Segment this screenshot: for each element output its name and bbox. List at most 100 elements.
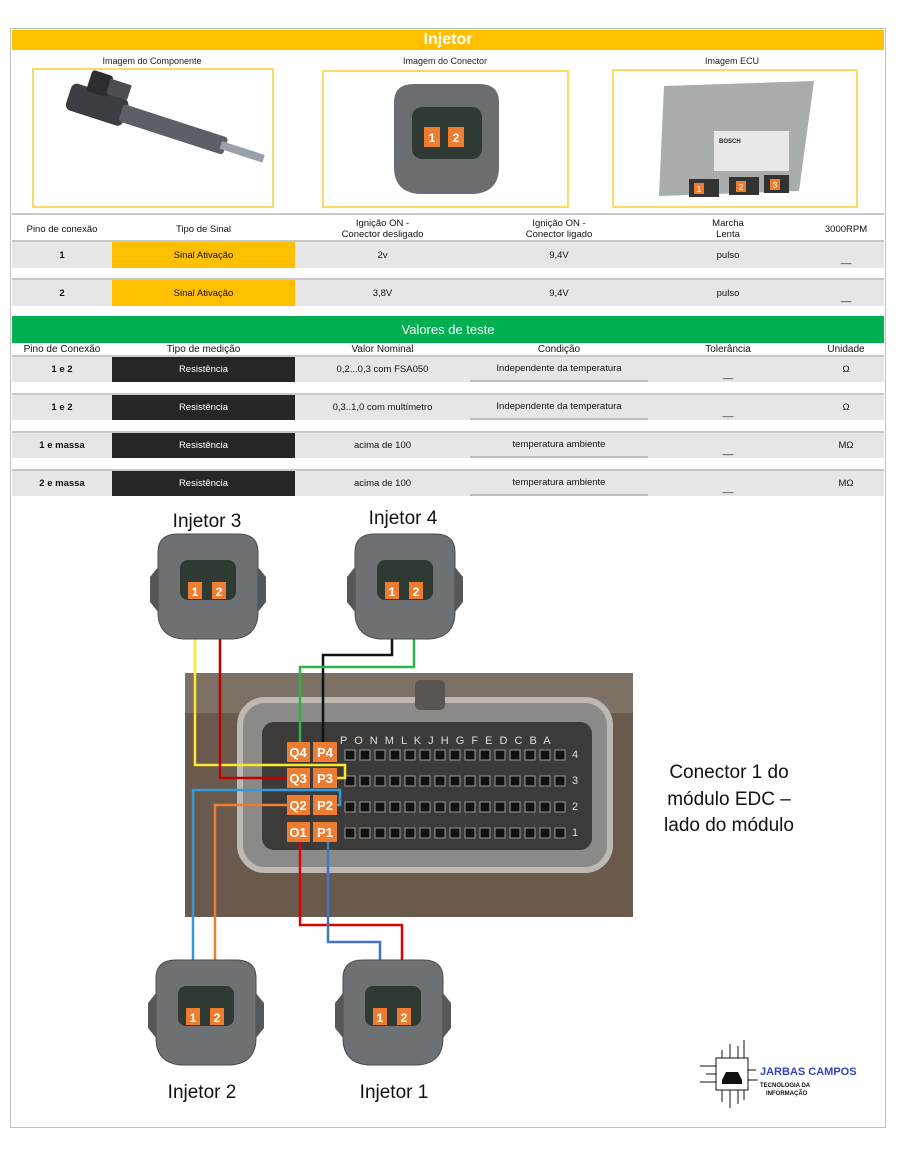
injector-4-connector: 1 2 xyxy=(346,533,464,640)
ecu-pin-hole xyxy=(539,749,551,761)
ecu-pin-hole xyxy=(434,775,446,787)
ecu-pin-hole xyxy=(374,827,386,839)
ecu-pin-hole xyxy=(449,801,461,813)
injector-2-label: Injetor 2 xyxy=(168,1082,237,1103)
logo-line2: INFORMAÇÃO xyxy=(766,1090,808,1097)
ecu-pin-hole xyxy=(374,775,386,787)
note-line: lado do módulo xyxy=(664,815,794,836)
cell: 1 xyxy=(59,249,65,261)
header-cell: 3000RPM xyxy=(824,223,868,235)
component-image xyxy=(32,68,274,208)
cell: 1 e 2 xyxy=(51,402,73,413)
ecu-row-number: 4 xyxy=(572,749,578,761)
measurement-type-cell: Resistência xyxy=(112,395,295,420)
ecu-pin-hole xyxy=(494,775,506,787)
ecu-pin-hole xyxy=(389,775,401,787)
ecu-pin-hole xyxy=(494,749,506,761)
cell: 0,3..1,0 com multímetro xyxy=(332,402,433,413)
cell: Independente da temperatura xyxy=(470,395,648,420)
cell: 2v xyxy=(377,249,388,261)
cell: __ xyxy=(722,445,734,456)
cell: pulso xyxy=(716,287,740,299)
ecu-pin-hole xyxy=(389,749,401,761)
ecu-pin-hole xyxy=(344,801,356,813)
ecu-pin-hole xyxy=(389,827,401,839)
pin-p4: P4 xyxy=(317,745,334,760)
page-title: Injetor xyxy=(12,30,884,50)
ecu-row-number: 2 xyxy=(572,801,578,813)
cell: 2 xyxy=(59,287,65,299)
ecu-pin-label: 2 xyxy=(739,183,744,192)
cell: 9,4V xyxy=(549,287,569,299)
cell: acima de 100 xyxy=(353,478,412,489)
ecu-pin-hole xyxy=(434,801,446,813)
measurement-type-cell: Resistência xyxy=(112,357,295,382)
header-cell: Ignição ON - Conector ligado xyxy=(525,218,593,240)
ecu-row-number: 3 xyxy=(572,775,578,787)
ecu-pin-hole xyxy=(419,827,431,839)
ecu-image-label: Imagem ECU xyxy=(704,56,759,66)
ecu-pin-hole xyxy=(404,827,416,839)
logo: JARBAS CAMPOS TECNOLOGIA DA INFORMAÇÃO xyxy=(700,1040,857,1108)
ecu-pin-label: 1 xyxy=(697,185,702,194)
ecu-pin-hole xyxy=(449,749,461,761)
injector-1-connector: 1 2 xyxy=(334,959,452,1066)
pin-label: 1 xyxy=(377,1011,384,1025)
ecu-pin-hole xyxy=(419,801,431,813)
ecu-pin-hole xyxy=(479,749,491,761)
ecu-brand: BOSCH xyxy=(719,139,741,145)
cell: Ω xyxy=(842,402,850,413)
pin-label: 2 xyxy=(401,1011,408,1025)
ecu-row-number: 1 xyxy=(572,827,578,839)
cell: __ xyxy=(722,407,734,418)
ecu-pin-hole xyxy=(359,749,371,761)
cell: __ xyxy=(840,253,852,265)
pin-label: 1 xyxy=(389,585,396,599)
cell: 3,8V xyxy=(372,287,393,299)
header-cell: Pino de conexão xyxy=(26,223,98,235)
cell: __ xyxy=(840,291,852,303)
ecu-pin-hole xyxy=(404,801,416,813)
ecu-pin-hole xyxy=(509,775,521,787)
pin-q4: Q4 xyxy=(289,745,307,760)
note-line: módulo EDC – xyxy=(667,789,791,810)
cell: 1 e 2 xyxy=(51,364,73,375)
cell: 9,4V xyxy=(549,249,569,261)
header-cell: Valor Nominal xyxy=(351,344,414,355)
ecu-pin-hole xyxy=(404,749,416,761)
pin-label: 2 xyxy=(214,1011,221,1025)
ecu-pin-hole xyxy=(464,801,476,813)
ecu-pin-hole xyxy=(524,827,536,839)
ecu-pin-hole xyxy=(554,775,566,787)
ecu-pin-hole xyxy=(419,749,431,761)
ecu-pin-hole xyxy=(434,749,446,761)
ecu-pin-hole xyxy=(554,827,566,839)
ecu-pin-hole xyxy=(419,775,431,787)
cell: temperatura ambiente xyxy=(470,471,648,496)
injector-2-connector: 1 2 xyxy=(147,959,265,1066)
ecu-pin-hole xyxy=(494,801,506,813)
ecu-pin-hole xyxy=(449,775,461,787)
cell: 1 e massa xyxy=(39,440,85,451)
cell: MΩ xyxy=(838,440,854,451)
ecu-pin-hole xyxy=(449,827,461,839)
ecu-pin-hole xyxy=(524,801,536,813)
cell: 0,2...0,3 com FSA050 xyxy=(336,364,429,375)
pin-p3: P3 xyxy=(317,771,333,786)
ecu-pin-hole xyxy=(464,827,476,839)
injector-4-label: Injetor 4 xyxy=(369,508,438,529)
ecu-pin-hole xyxy=(374,749,386,761)
ecu-pin-hole xyxy=(464,749,476,761)
cell: __ xyxy=(722,483,734,494)
cell: pulso xyxy=(716,249,740,261)
ecu-pin-hole xyxy=(344,749,356,761)
ecu-pin-hole xyxy=(539,775,551,787)
note-line: Conector 1 do xyxy=(669,762,788,783)
ecu-pin-hole xyxy=(359,827,371,839)
cell: __ xyxy=(722,369,734,380)
ecu-pin-hole xyxy=(554,749,566,761)
ecu-pin-hole xyxy=(344,775,356,787)
ecu-pin-hole xyxy=(509,827,521,839)
ecu-pin-hole xyxy=(389,801,401,813)
ecu-pin-hole xyxy=(494,827,506,839)
